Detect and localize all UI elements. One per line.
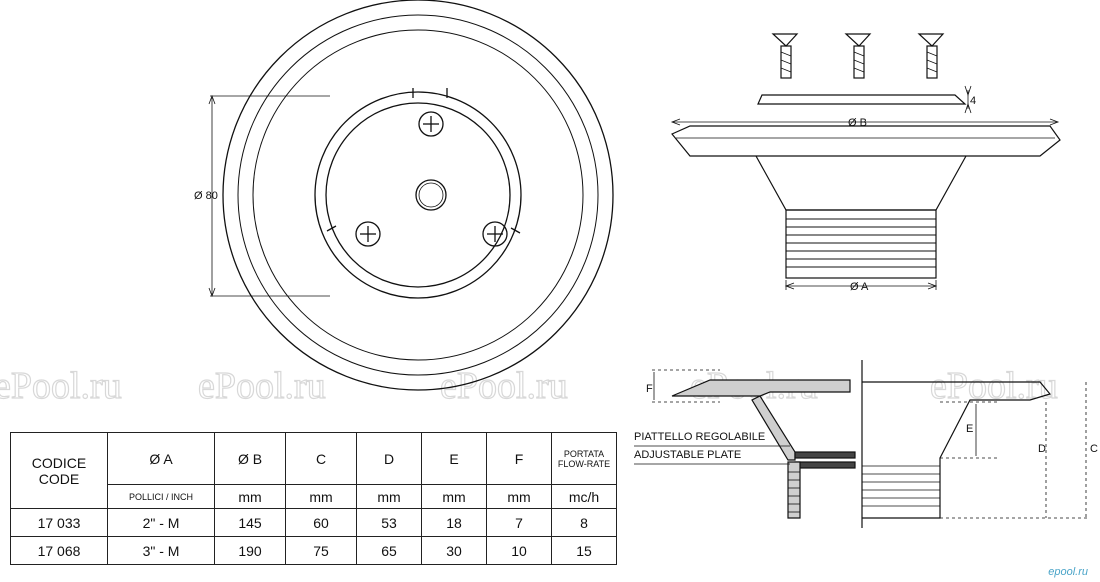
unit-e: mm [421, 484, 487, 509]
table-cell: 17 068 [10, 536, 108, 565]
header-b: Ø B [214, 432, 286, 485]
unit-c: mm [285, 484, 357, 509]
center-hole-inner [418, 182, 444, 208]
unit-flow: mc/h [551, 484, 617, 509]
dimension-80 [208, 94, 330, 298]
watermark-5: ePool.ru [930, 365, 1058, 407]
watermark-3: ePool.ru [440, 365, 568, 407]
header-d: D [356, 432, 422, 485]
table-cell: 18 [421, 508, 487, 537]
spec-table: CODICE CODE Ø A Ø B C D E F PORTATA FLOW… [10, 432, 617, 565]
flange-inner-circle [237, 14, 599, 376]
dimension-e-label: E [966, 423, 973, 435]
flange [671, 125, 1061, 157]
outer-flange-circle [222, 0, 614, 391]
table-cell: 2" - M [107, 508, 215, 537]
callout-adjustable-plate-it: PIATTELLO REGOLABILE [634, 431, 765, 443]
screw-icon [844, 33, 872, 79]
screw-icon [418, 111, 444, 137]
threaded-body [785, 209, 937, 279]
dimension-80-label: Ø 80 [194, 190, 218, 202]
table-cell: 10 [486, 536, 552, 565]
header-c: C [285, 432, 357, 485]
table-cell: 145 [214, 508, 286, 537]
header-flow-en: FLOW-RATE [557, 458, 611, 469]
table-row: 17 068 3" - M 190 75 65 30 10 15 [10, 536, 617, 565]
table-cell: 17 033 [10, 508, 108, 537]
table-cell: 15 [551, 536, 617, 565]
watermark-1: ePool.ru [0, 365, 122, 407]
corner-logo: epool.ru [1048, 566, 1088, 578]
dimension-a-label: Ø A [850, 281, 869, 293]
unit-d: mm [356, 484, 422, 509]
dimension-c-label: C [1090, 443, 1098, 455]
front-view [208, 0, 614, 391]
table-cell: 53 [356, 508, 422, 537]
screw-icon [355, 221, 381, 247]
header-f: F [486, 432, 552, 485]
screw-icon [482, 221, 508, 247]
cone-circle [252, 29, 584, 361]
table-cell: 7 [486, 508, 552, 537]
side-view [670, 33, 1061, 290]
header-flow: PORTATA FLOW-RATE [551, 432, 617, 485]
table-cell: 190 [214, 536, 286, 565]
table-header-row: CODICE CODE Ø A Ø B C D E F PORTATA FLOW… [10, 432, 617, 509]
plate-outer-circle [314, 91, 522, 299]
header-code: CODICE CODE [10, 432, 108, 509]
header-flow-it: PORTATA [563, 448, 605, 459]
section-view [634, 360, 1090, 528]
screw-icon [917, 33, 945, 79]
header-a: Ø A [107, 432, 215, 485]
adjustable-plate [757, 94, 967, 105]
table-cell: 65 [356, 536, 422, 565]
screw-icon [771, 33, 799, 79]
unit-a: POLLICI / INCH [107, 484, 215, 509]
table-cell: 30 [421, 536, 487, 565]
table-units-row: POLLICI / INCH mm mm mm mm mm mc/h [11, 484, 617, 509]
unit-b: mm [214, 484, 286, 509]
dimension-d-label: D [1038, 443, 1046, 455]
header-e: E [421, 432, 487, 485]
table-cell: 3" - M [107, 536, 215, 565]
dimension-b-label: Ø B [848, 117, 867, 129]
watermark-2: ePool.ru [198, 365, 326, 407]
dimension-4-label: 4 [970, 95, 976, 107]
cone-body [755, 155, 967, 211]
watermarks: ePool.ru ePool.ru ePool.ru ePool.ru ePoo… [0, 364, 1058, 407]
plate-inner-circle [325, 102, 511, 288]
callout-adjustable-plate-en: ADJUSTABLE PLATE [634, 449, 741, 461]
center-hole [415, 179, 447, 211]
unit-f: mm [486, 484, 552, 509]
dimension-f-label: F [646, 383, 653, 395]
table-row: 17 033 2" - M 145 60 53 18 7 8 [10, 508, 617, 537]
table-cell: 8 [551, 508, 617, 537]
table-cell: 60 [285, 508, 357, 537]
table-cell: 75 [285, 536, 357, 565]
header-code-text: CODICE CODE [31, 454, 87, 487]
